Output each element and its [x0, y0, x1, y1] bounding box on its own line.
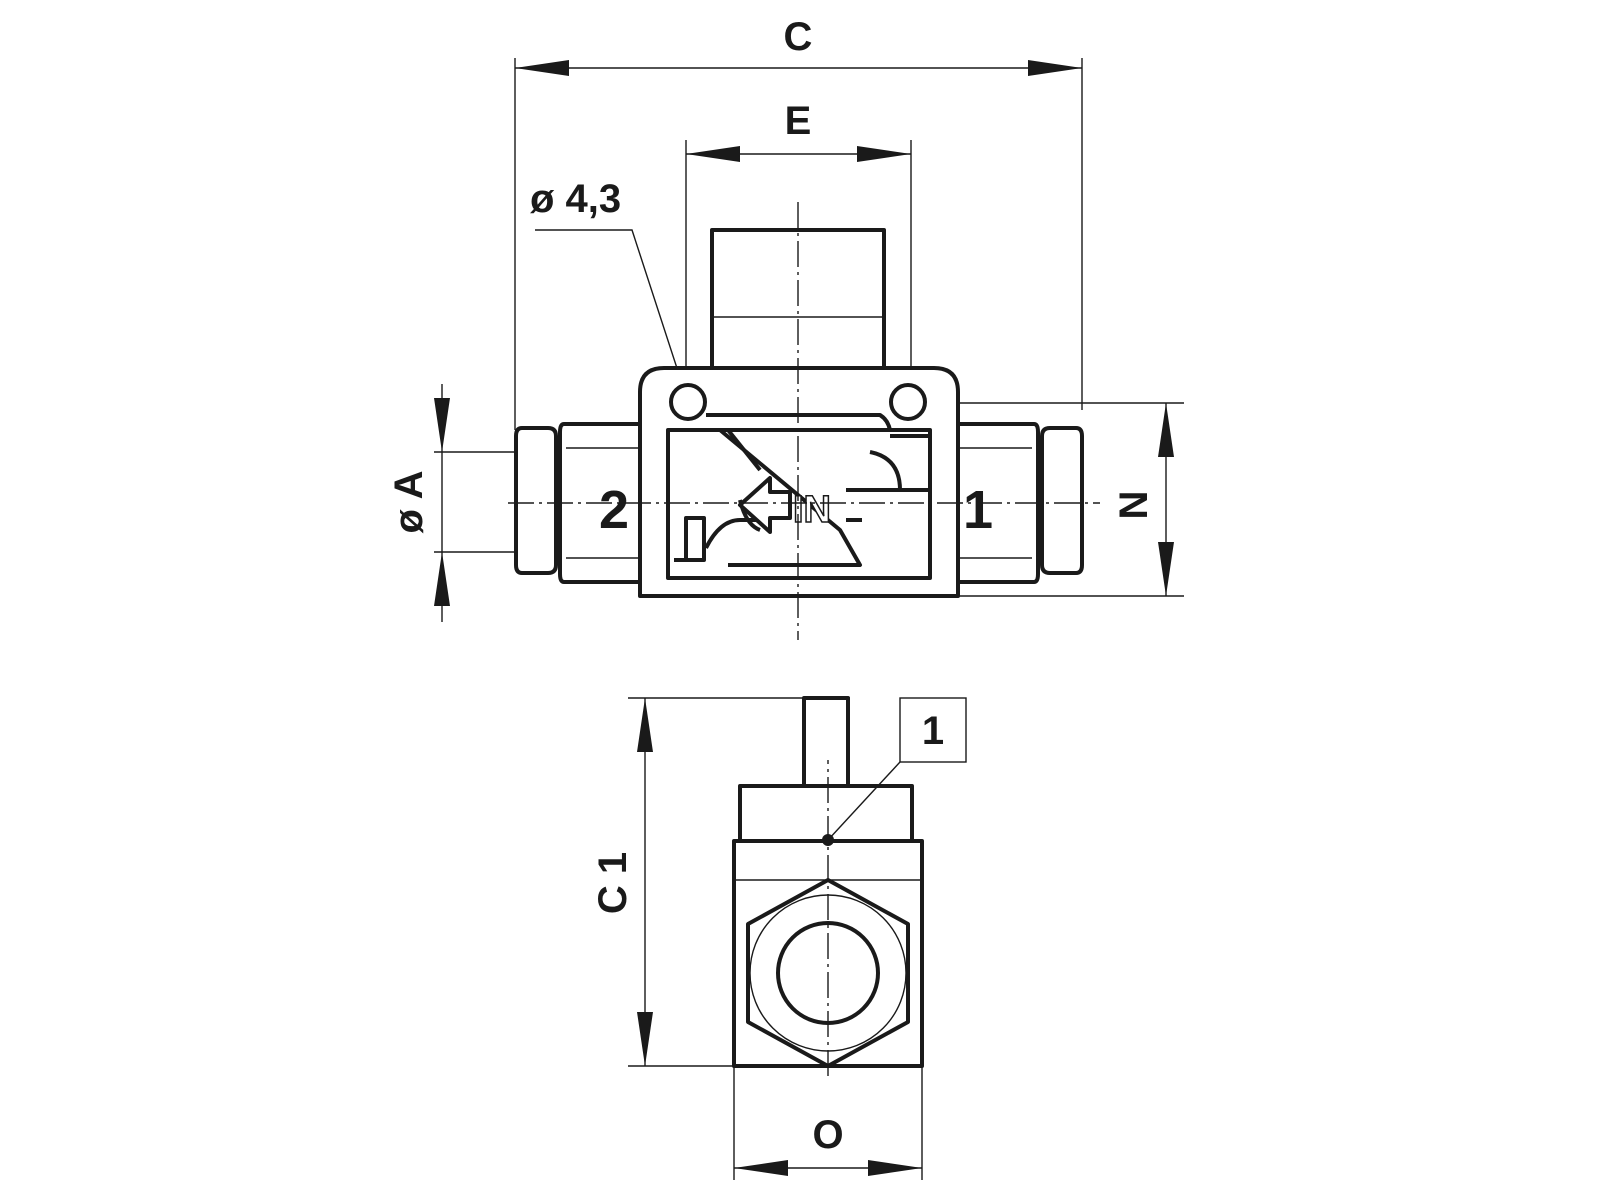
ball-mechanism: [674, 413, 932, 567]
dimension-o: O: [733, 1066, 923, 1180]
callout-1: 1: [822, 697, 967, 846]
dimension-e: E: [685, 99, 912, 370]
dim-c-label: C: [784, 15, 813, 59]
side-cap: [738, 784, 914, 843]
flow-arrow-in: IN: [738, 476, 832, 534]
dimension-c1: C 1: [591, 697, 850, 1067]
top-view: C E ø 4,3: [387, 15, 1184, 640]
mount-hole-right: [889, 383, 927, 421]
dim-n-label: N: [1112, 491, 1156, 520]
dim-o-label: O: [812, 1113, 843, 1157]
mount-hole-left: [669, 383, 707, 421]
callout-1-label: 1: [922, 709, 944, 753]
valve-body: [638, 366, 960, 598]
dimension-a: ø A: [387, 384, 518, 622]
port-2-label: 2: [599, 480, 629, 540]
port-1-label: 1: [963, 480, 993, 540]
dimension-c: C: [514, 15, 1083, 430]
dim-a-label: ø A: [387, 471, 431, 534]
flow-mark-label: IN: [793, 489, 831, 531]
hole-diameter-label: ø 4,3: [530, 177, 621, 221]
dim-c1-label: C 1: [591, 852, 635, 914]
side-view: C 1 1 O: [591, 696, 967, 1180]
dimension-n: N: [958, 402, 1184, 597]
dim-e-label: E: [785, 99, 812, 143]
valve-stem: [802, 696, 850, 788]
